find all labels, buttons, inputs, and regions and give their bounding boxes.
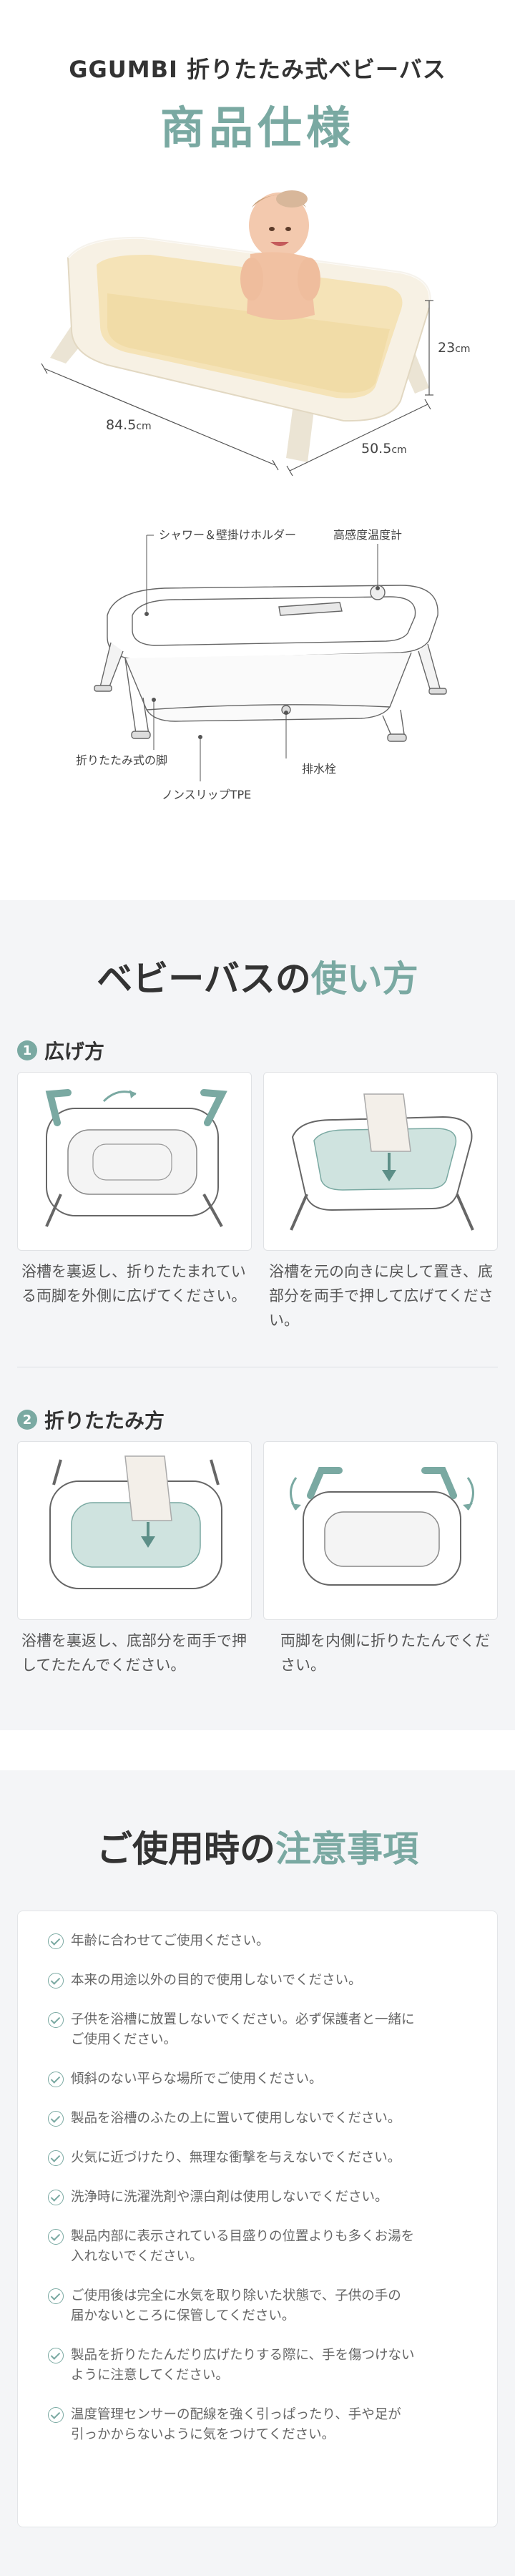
illustration-fold-legs (290, 1467, 474, 1586)
step-2-number: 2 (17, 1410, 37, 1430)
cautions-section: ご使用時の注意事項 年齢に合わせてご使用ください。 本来の用途以外の目的で使用し… (0, 1770, 515, 2576)
caution-item: 温度管理センサーの配線を強く引っぱったり、手や足が 引っかからないように気をつけ… (48, 2405, 477, 2445)
step-2-image-2 (263, 1441, 498, 1620)
caution-text: 本来の用途以外の目的で使用しないでください。 (71, 1973, 362, 1988)
caution-item: 傾斜のない平らな場所でご使用ください。 (48, 2069, 477, 2089)
check-circle-icon (48, 2072, 64, 2087)
caution-text: 温度管理センサーの配線を強く引っぱったり、手や足が 引っかからないように気をつけ… (71, 2407, 401, 2442)
caution-item: 製品を浴槽のふたの上に置いて使用しないでください。 (48, 2109, 477, 2129)
dim-length: 84.5cm (106, 417, 152, 433)
product-diagram: シャワー＆壁掛けホルダー 高感度温度計 折りたたみ式の脚 排水栓 ノンスリップT… (76, 528, 447, 801)
illustration-push-bottom (290, 1093, 474, 1231)
caution-item: 本来の用途以外の目的で使用しないでください。 (48, 1971, 477, 1991)
spec-heading: 商品仕様 (160, 102, 355, 154)
caution-item: 年齢に合わせてご使用ください。 (48, 1931, 477, 1951)
callout-thermometer: 高感度温度計 (333, 528, 402, 542)
callout-shower-holder: シャワー＆壁掛けホルダー (159, 528, 296, 542)
illustration-tub-upside-down (45, 1089, 227, 1227)
check-circle-icon (48, 2288, 64, 2304)
cautions-title: ご使用時の注意事項 (0, 1820, 515, 1872)
step-2-desc-2: 両脚を内側に折りたたんでください。 (280, 1632, 490, 1674)
step-1-heading: 1 広げ方 (17, 1036, 104, 1065)
check-circle-icon (48, 2407, 64, 2423)
step-1-image-1 (17, 1072, 252, 1251)
caution-item: 子供を浴槽に放置しないでください。必ず保護者と一緒に ご使用ください。 (48, 2010, 477, 2050)
caution-text: 傾斜のない平らな場所でご使用ください。 (71, 2072, 323, 2087)
illustration-fold-bottom (49, 1455, 222, 1589)
step-1-desc-2: 浴槽を元の向きに戻して置き、底部分を両手で押して広げてください。 (269, 1263, 494, 1329)
caution-item: 火気に近づけたり、無理な衝撃を与えないでください。 (48, 2148, 477, 2168)
step-1-desc-1: 浴槽を裏返し、折りたたまれている両脚を外側に広げてください。 (21, 1263, 247, 1304)
spec-section: GGUMBI 折りたたみ式ベビーバス 商品仕様 (0, 0, 515, 900)
step-2-desc-1: 浴槽を裏返し、底部分を両手で押してたたんでください。 (21, 1632, 247, 1674)
caution-text: 子供を浴槽に放置しないでください。必ず保護者と一緒に ご使用ください。 (71, 2012, 415, 2047)
check-circle-icon (48, 2012, 64, 2028)
caution-text: 火気に近づけたり、無理な衝撃を与えないでください。 (71, 2150, 401, 2165)
caution-text: 洗浄時に洗濯洗剤や漂白剤は使用しないでください。 (71, 2190, 388, 2205)
check-circle-icon (48, 2229, 64, 2245)
step-2-heading: 2 折りたたみ方 (17, 1405, 165, 1434)
usage-title-accent: 使い方 (310, 958, 418, 1000)
callout-folding-leg: 折りたたみ式の脚 (76, 753, 167, 767)
usage-title-main: ベビーバスの (97, 958, 311, 1000)
check-circle-icon (48, 2348, 64, 2363)
callout-nonslip: ノンスリップTPE (162, 788, 251, 801)
usage-section: ベビーバスの使い方 1 広げ方 浴槽を裏返し、折りたたまれてい (0, 900, 515, 1730)
step-1-number: 1 (17, 1040, 37, 1060)
caution-item: 製品を折りたたんだり広げたりする際に、手を傷つけない ように注意してください。 (48, 2346, 477, 2386)
product-photo: 84.5cm 50.5cm 23cm (41, 190, 471, 477)
caution-item: ご使用後は完全に水気を取り除いた状態で、子供の手の 届かないところに保管してくだ… (48, 2286, 477, 2326)
dim-height: 23cm (438, 340, 471, 356)
product-brand-title: GGUMBI 折りたたみ式ベビーバス (69, 56, 446, 83)
caution-text: 年齢に合わせてご使用ください。 (71, 1933, 270, 1948)
check-circle-icon (48, 2111, 64, 2127)
section-divider (0, 1730, 515, 1770)
check-circle-icon (48, 1933, 64, 1949)
step-1-label: 広げ方 (44, 1040, 105, 1063)
check-circle-icon (48, 2150, 64, 2166)
check-circle-icon (48, 2190, 64, 2205)
caution-list: 年齢に合わせてご使用ください。 本来の用途以外の目的で使用しないでください。 子… (48, 1931, 477, 2464)
caution-item: 製品内部に表示されている目盛りの位置よりも多くお湯を 入れないでください。 (48, 2227, 477, 2267)
step-1-image-2 (263, 1072, 498, 1251)
cautions-card: 年齢に合わせてご使用ください。 本来の用途以外の目的で使用しないでください。 子… (17, 1911, 498, 2527)
caution-text: 製品内部に表示されている目盛りの位置よりも多くお湯を 入れないでください。 (71, 2229, 415, 2264)
caution-text: ご使用後は完全に水気を取り除いた状態で、子供の手の 届かないところに保管してくだ… (71, 2288, 401, 2323)
caution-text: 製品を浴槽のふたの上に置いて使用しないでください。 (71, 2111, 401, 2126)
dim-width: 50.5cm (361, 441, 407, 457)
usage-title: ベビーバスの使い方 (0, 950, 515, 1002)
check-circle-icon (48, 1973, 64, 1989)
caution-text: 製品を折りたたんだり広げたりする際に、手を傷つけない ように注意してください。 (71, 2348, 415, 2383)
step-2-label: 折りたたみ方 (44, 1409, 165, 1433)
cautions-title-main: ご使用時の (97, 1828, 275, 1870)
step-2-image-1 (17, 1441, 252, 1620)
caution-item: 洗浄時に洗濯洗剤や漂白剤は使用しないでください。 (48, 2187, 477, 2207)
cautions-title-accent: 注意事項 (275, 1828, 418, 1870)
callout-drain: 排水栓 (302, 762, 336, 776)
